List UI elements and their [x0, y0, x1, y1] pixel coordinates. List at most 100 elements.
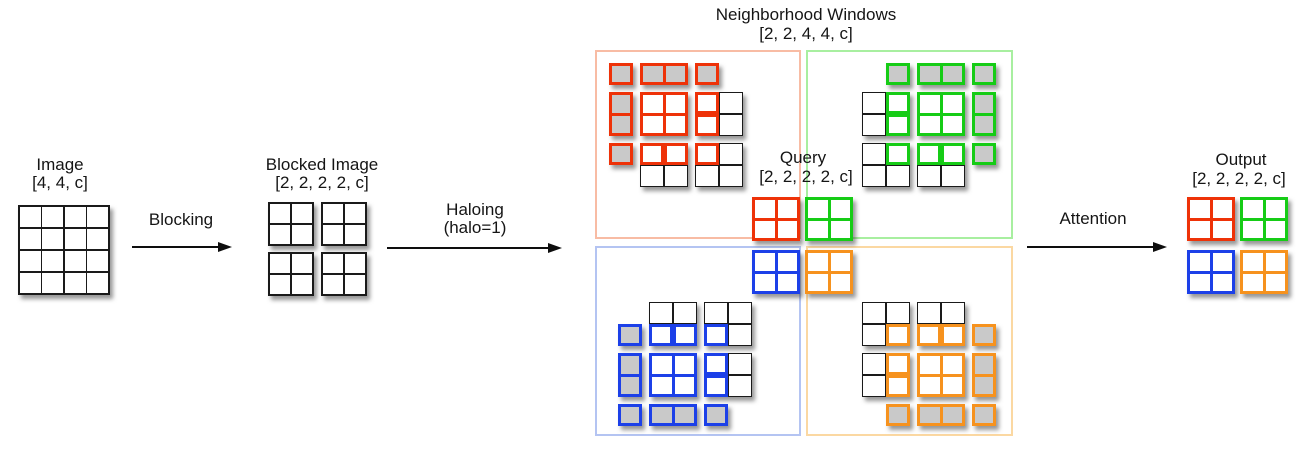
- window-cell: [920, 356, 940, 374]
- window-cell: [755, 253, 775, 271]
- halo-padding-cell: [612, 115, 630, 133]
- image-cell: [42, 250, 64, 272]
- image-cell: [941, 165, 965, 187]
- haloing-arrow-label: Haloing: [446, 200, 504, 219]
- arrow-line: [1027, 246, 1154, 249]
- output-shape: [2, 2, 2, 2, c]: [1192, 169, 1286, 188]
- cell-chunk: [268, 252, 314, 296]
- cell-chunk: [268, 202, 314, 246]
- cell-chunk: [972, 353, 996, 397]
- image-cell: [322, 224, 344, 245]
- halo-padding-cell: [612, 146, 630, 162]
- cell-chunk: [18, 205, 110, 295]
- output-label: Output: [1215, 150, 1267, 169]
- window-cell: [649, 324, 673, 346]
- window-cell: [664, 143, 688, 165]
- cell-chunk: [321, 202, 367, 246]
- cell-chunk: [695, 92, 743, 136]
- window-cell: [777, 273, 797, 291]
- image-cell: [64, 250, 86, 272]
- window-cell: [830, 200, 850, 218]
- image-cell: [862, 302, 886, 324]
- cell-chunk: [640, 63, 688, 85]
- image-cell: [19, 228, 41, 250]
- window-cell: [777, 200, 797, 218]
- cell-chunk: [640, 143, 688, 187]
- image-cell: [719, 114, 743, 136]
- window-cell: [808, 273, 828, 291]
- image-cell: [291, 224, 313, 245]
- cell-chunk: [972, 143, 996, 165]
- arrow-line: [387, 247, 549, 250]
- cell-chunk: [609, 143, 633, 165]
- image-cell: [719, 165, 743, 187]
- window-cell: [704, 375, 728, 397]
- halo-padding-cell: [707, 407, 725, 423]
- cell-chunk: [1240, 197, 1288, 241]
- window-cell: [1265, 200, 1285, 218]
- arrow-line: [132, 246, 219, 249]
- neighborhood-windows-title: Neighborhood Windows: [715, 5, 897, 24]
- halo-padding-cell: [665, 66, 685, 82]
- halo-padding-cell: [652, 407, 672, 423]
- cell-chunk: [609, 63, 633, 85]
- image-cell: [728, 353, 752, 375]
- window-cell: [920, 376, 940, 394]
- window-cell: [1243, 253, 1263, 271]
- image-cell: [64, 272, 86, 294]
- halo-padding-cell: [975, 327, 993, 343]
- image-cell: [322, 274, 344, 295]
- blocked-image-label: Blocked Image: [265, 155, 379, 174]
- image-cell: [322, 253, 344, 274]
- window-cell: [830, 253, 850, 271]
- cell-chunk: [695, 143, 743, 187]
- image-cell: [862, 114, 886, 136]
- image-shape: [4, 4, c]: [32, 173, 88, 192]
- window-cell: [1265, 220, 1285, 238]
- window-cell: [886, 324, 910, 346]
- window-cell: [1265, 253, 1285, 271]
- window-cell: [1212, 220, 1232, 238]
- cell-chunk: [862, 302, 910, 346]
- window-cell: [704, 324, 728, 346]
- cell-chunk: [649, 302, 697, 346]
- cell-chunk: [886, 404, 910, 426]
- cell-chunk: [321, 252, 367, 296]
- cell-chunk: [972, 63, 996, 85]
- window-cell: [652, 376, 672, 394]
- image-cell: [664, 165, 688, 187]
- window-cell: [673, 324, 697, 346]
- image-cell: [862, 165, 886, 187]
- window-cell: [886, 92, 910, 114]
- halo-padding-cell: [621, 376, 639, 394]
- halo-padding-cell: [621, 327, 639, 343]
- image-cell: [87, 228, 109, 250]
- halo-padding-cell: [621, 407, 639, 423]
- halo-padding-cell: [942, 407, 962, 423]
- window-cell: [886, 143, 910, 165]
- cell-chunk: [609, 92, 633, 136]
- cell-chunk: [1187, 250, 1235, 294]
- blocked-image-shape: [2, 2, 2, 2, c]: [275, 173, 369, 192]
- image-cell: [19, 272, 41, 294]
- quadrant-outline-red: [595, 50, 801, 239]
- window-cell: [777, 220, 797, 238]
- image-cell: [291, 253, 313, 274]
- neighborhood-windows-shape: [2, 2, 4, 4, c]: [759, 24, 853, 43]
- cell-chunk: [917, 92, 965, 136]
- window-cell: [695, 92, 719, 114]
- cell-chunk: [805, 197, 853, 241]
- image-cell: [42, 206, 64, 228]
- window-cell: [1212, 200, 1232, 218]
- window-cell: [1265, 273, 1285, 291]
- arrow-head: [548, 243, 562, 253]
- halo-padding-cell: [698, 66, 716, 82]
- window-cell: [643, 95, 663, 113]
- image-cell: [269, 224, 291, 245]
- window-cell: [755, 200, 775, 218]
- image-cell: [862, 143, 886, 165]
- halo-padding-cell: [612, 66, 630, 82]
- cell-chunk: [752, 197, 800, 241]
- cell-chunk: [972, 92, 996, 136]
- window-cell: [695, 143, 719, 165]
